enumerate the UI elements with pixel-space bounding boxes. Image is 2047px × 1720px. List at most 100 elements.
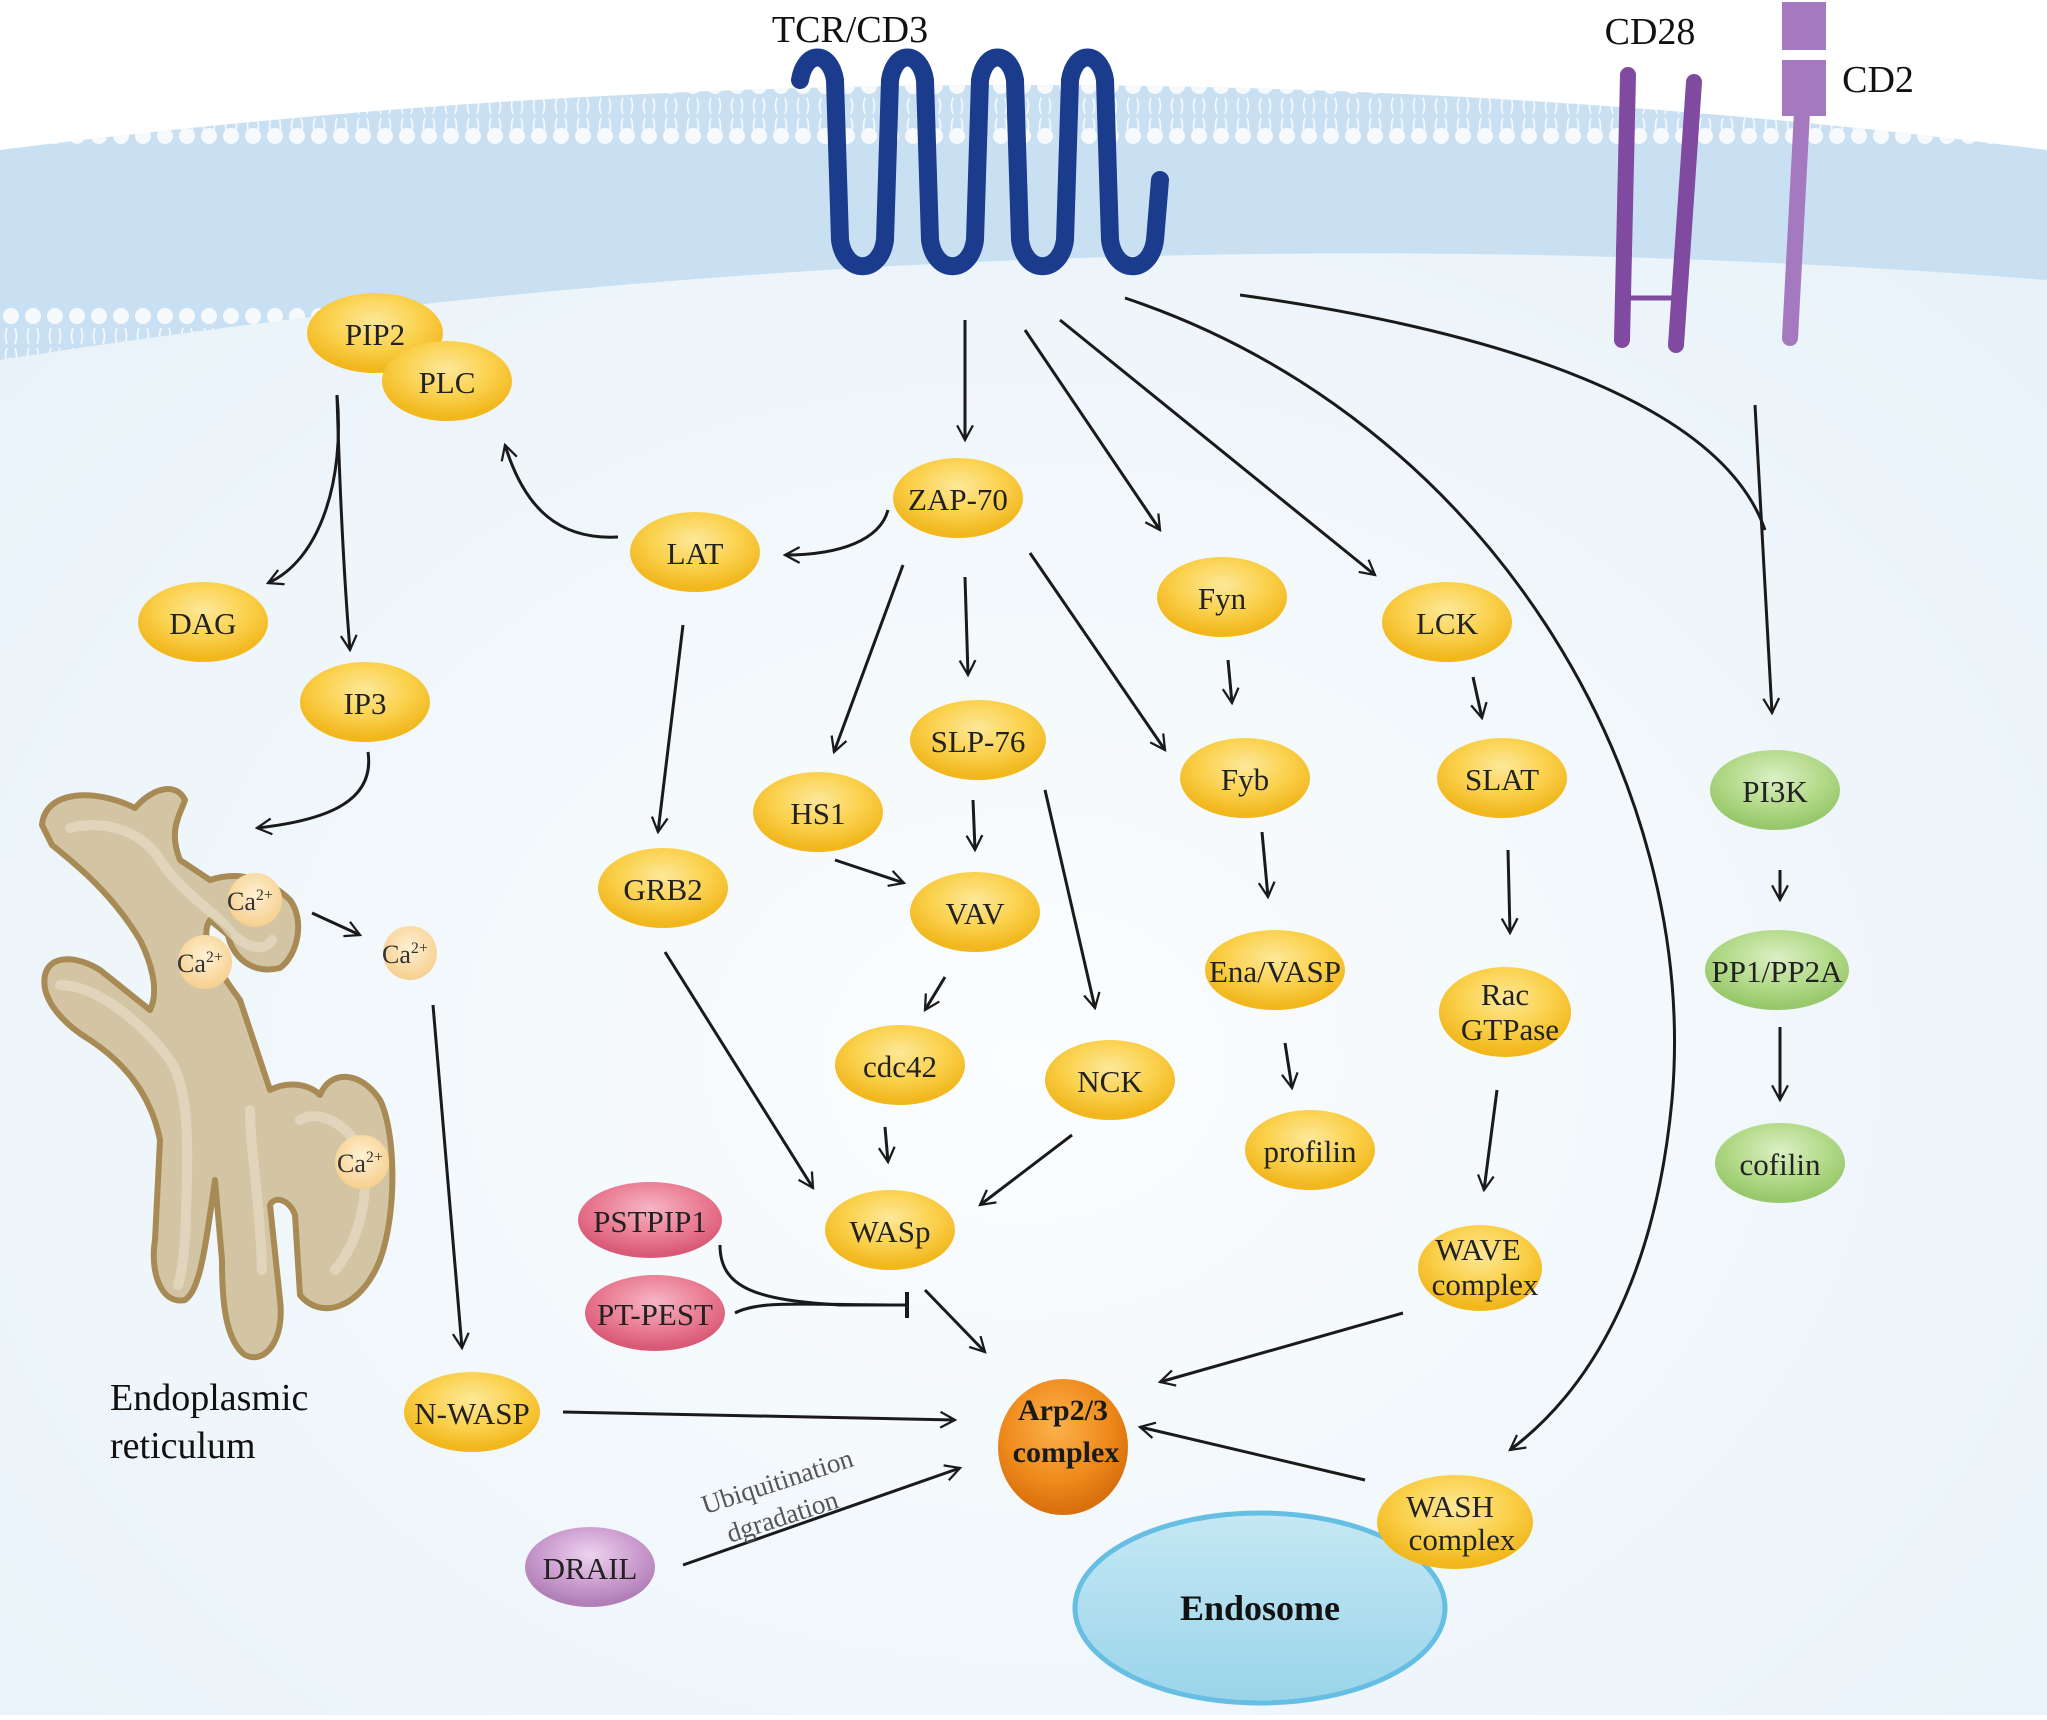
arrow-lck-slat: [1473, 676, 1482, 718]
arrow-lat-grb2: [658, 624, 685, 832]
arrow-wasp-arp: [923, 1288, 985, 1352]
node-arp23-complex: Arp2/3 complex: [998, 1379, 1128, 1515]
node-slat-label: SLAT: [1465, 762, 1539, 797]
node-lat: LAT: [630, 512, 760, 592]
node-lck: LCK: [1382, 582, 1512, 662]
cd28-left-chain: [1614, 67, 1636, 348]
calcium-ion-1: Ca2+: [227, 873, 282, 927]
node-pstpip1: PSTPIP1: [578, 1182, 722, 1258]
node-rac-label-line1: Rac: [1481, 977, 1529, 1012]
node-wasp: WASp: [825, 1190, 955, 1270]
node-fyb-label: Fyb: [1221, 762, 1269, 797]
arrow-vav-cdc42: [923, 976, 947, 1010]
node-pp1pp2a-label: PP1/PP2A: [1712, 954, 1844, 989]
arrow-zap70-fyb: [1028, 552, 1165, 750]
arrow-ca-nwasp: [431, 1004, 462, 1348]
inhibition-ptpest: [734, 1302, 906, 1315]
cd2-domain-top: [1782, 2, 1826, 50]
node-profilin-label: profilin: [1264, 1134, 1357, 1169]
node-drail-label: DRAIL: [543, 1551, 638, 1586]
arrow-zap70-hs1: [834, 564, 905, 752]
arrow-slp76-vav: [973, 799, 975, 850]
node-lat-label: LAT: [667, 536, 724, 571]
node-pp1pp2a: PP1/PP2A: [1705, 930, 1849, 1010]
arrow-grb2-wasp: [663, 951, 815, 1188]
node-plc: PLC: [382, 341, 512, 421]
node-profilin: profilin: [1245, 1110, 1375, 1190]
node-ip3-label: IP3: [343, 686, 386, 721]
arrow-ip3-er: [257, 751, 371, 828]
cd28-label: CD28: [1605, 11, 1696, 53]
node-pstpip1-label: PSTPIP1: [593, 1204, 707, 1239]
arrow-hs1-vav: [834, 858, 904, 883]
node-wave-label-line1: WAVE: [1435, 1232, 1521, 1267]
node-cofilin: cofilin: [1715, 1123, 1845, 1203]
ca-ion-4-label: Ca2+: [337, 1149, 383, 1178]
node-dag: DAG: [138, 582, 268, 662]
node-dag-label: DAG: [169, 606, 236, 641]
node-vav: VAV: [910, 872, 1040, 952]
arrow-lat-plc: [505, 445, 619, 539]
arrow-tcr-wash: [1124, 296, 1676, 1450]
node-pip2-label: PIP2: [345, 317, 405, 352]
node-zap70-label: ZAP-70: [908, 482, 1008, 517]
ca-ion-1-label: Ca2+: [227, 887, 273, 916]
tcr-label: TCR/CD3: [772, 9, 928, 51]
node-pi3k-label: PI3K: [1742, 774, 1808, 809]
node-wash-label-line2: complex: [1409, 1522, 1516, 1557]
arrow-tcr-lck: [1059, 318, 1375, 575]
cd28-right-chain: [1668, 74, 1702, 353]
cd2-stalk: [1782, 104, 1810, 346]
node-grb2: GRB2: [598, 848, 728, 928]
node-slat: SLAT: [1437, 738, 1567, 818]
er-label-line2: reticulum: [110, 1425, 256, 1467]
arrow-zap70-slp76: [965, 576, 968, 675]
calcium-ion-2: Ca2+: [177, 935, 232, 989]
arrow-plc-ip3: [335, 394, 350, 650]
arrow-fyb-enavasp: [1262, 831, 1268, 897]
node-nwasp: N-WASP: [404, 1372, 540, 1452]
node-wave-label-line2: complex: [1432, 1267, 1539, 1302]
node-ptpest-label: PT-PEST: [597, 1297, 713, 1332]
node-grb2-label: GRB2: [623, 872, 702, 907]
arrow-nck-wasp: [980, 1133, 1073, 1205]
node-vav-label: VAV: [945, 896, 1005, 931]
node-wash-complex: WASH complex: [1377, 1475, 1533, 1569]
node-nwasp-label: N-WASP: [414, 1396, 529, 1431]
arrow-cdc42-wasp: [885, 1126, 888, 1162]
node-plc-label: PLC: [419, 365, 476, 400]
node-pi3k: PI3K: [1710, 750, 1840, 830]
node-wave-complex: WAVE complex: [1418, 1225, 1542, 1311]
node-rac-gtpase: Rac GTPase: [1439, 967, 1571, 1057]
arrow-slp76-nck: [1043, 789, 1095, 1008]
node-fyb: Fyb: [1180, 738, 1310, 818]
arrow-wash-arp: [1140, 1427, 1366, 1482]
node-enavasp: Ena/VASP: [1205, 930, 1345, 1010]
ca-ion-3-label: Ca2+: [382, 940, 428, 969]
node-cdc42: cdc42: [835, 1025, 965, 1105]
node-cdc42-label: cdc42: [863, 1049, 937, 1084]
arrow-rac-wave: [1484, 1089, 1499, 1190]
arrow-to-pi3k: [1753, 404, 1772, 713]
node-nck: NCK: [1045, 1040, 1175, 1120]
node-wash-label-line1: WASH: [1406, 1489, 1494, 1524]
node-lck-label: LCK: [1416, 606, 1479, 641]
arrow-nwasp-arp: [562, 1410, 955, 1420]
arrow-zap70-lat: [785, 509, 890, 555]
arrow-drail-arp: [682, 1468, 960, 1567]
arrow-fyn-fyb: [1228, 659, 1232, 703]
arrow-enavasp-profilin: [1285, 1042, 1292, 1088]
arrow-wave-arp: [1160, 1311, 1404, 1382]
arrow-tcr-fyn: [1023, 329, 1160, 530]
tcr-receptor: [791, 48, 1169, 276]
arrow-er-ca: [311, 911, 360, 935]
endosome-label: Endosome: [1180, 1588, 1340, 1628]
endosome: [1072, 1510, 1448, 1706]
node-ptpest: PT-PEST: [585, 1275, 725, 1351]
cd2-label: CD2: [1842, 59, 1914, 101]
er-lumen-inner: [55, 820, 370, 1290]
calcium-ion-4: Ca2+: [335, 1135, 389, 1189]
node-wasp-label: WASp: [850, 1214, 931, 1249]
